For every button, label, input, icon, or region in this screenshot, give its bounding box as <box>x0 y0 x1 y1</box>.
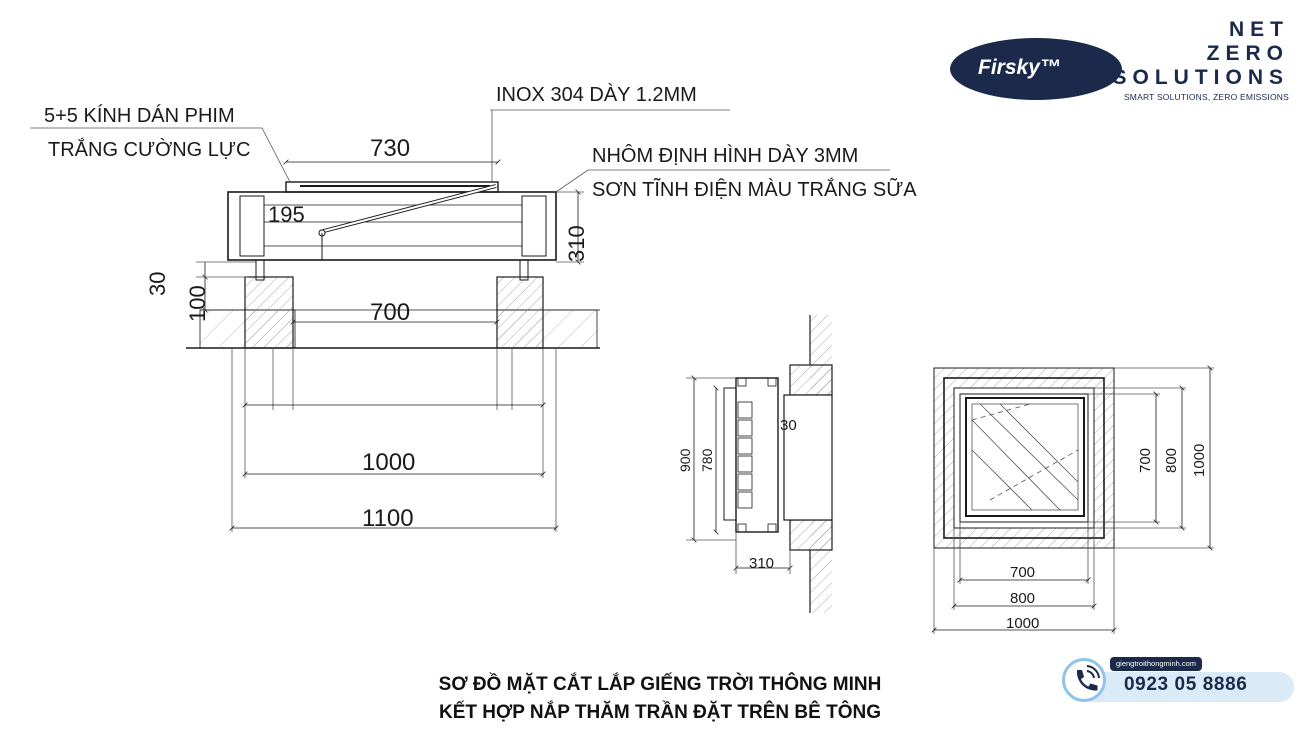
side-dim-900: 900 <box>677 448 693 472</box>
dim-1100: 1100 <box>362 505 414 532</box>
phone-number[interactable]: 0923 05 8886 <box>1124 674 1248 695</box>
alu-label-line1: NHÔM ĐỊNH HÌNH DÀY 3MM <box>592 144 858 167</box>
glass-label-line2: TRẮNG CƯỜNG LỰC <box>48 137 250 161</box>
main-section: 5+5 KÍNH DÁN PHIM TRẮNG CƯỜNG LỰC INOX 3… <box>30 83 917 532</box>
side-dim-780: 780 <box>699 448 715 472</box>
website-label[interactable]: giengtroithongminh.com <box>1110 657 1203 671</box>
dim-1000: 1000 <box>362 449 415 476</box>
contact-badge[interactable]: giengtroithongminh.com 0923 05 8886 <box>1062 656 1294 704</box>
side-dim-310: 310 <box>749 555 774 572</box>
brand-line-net: NET <box>1229 18 1289 41</box>
glass-label-line1: 5+5 KÍNH DÁN PHIM <box>44 104 235 127</box>
plan-vdim-700: 700 <box>1137 448 1154 473</box>
dim-100: 100 <box>185 285 210 322</box>
inox-label: INOX 304 DÀY 1.2MM <box>496 83 697 106</box>
plan-dim-1000: 1000 <box>1006 615 1039 632</box>
firsky-logo-text: Firsky™ <box>978 56 1061 79</box>
plan-view: 700 800 1000 700 800 1000 <box>931 365 1214 634</box>
dim-700: 700 <box>370 299 410 326</box>
alu-label-line2: SƠN TĨNH ĐIỆN MÀU TRẮNG SỮA <box>592 177 917 201</box>
plan-dim-800: 800 <box>1010 590 1035 607</box>
side-view: 900 780 30 310 <box>677 315 833 613</box>
phone-icon <box>1062 658 1106 702</box>
title-line2: KẾT HỢP NẮP THĂM TRẦN ĐẶT TRÊN BÊ TÔNG <box>439 702 881 723</box>
dim-310: 310 <box>564 225 589 262</box>
dim-30: 30 <box>145 272 170 296</box>
dim-730: 730 <box>370 135 410 162</box>
plan-dim-700: 700 <box>1010 564 1035 581</box>
plan-vdim-800: 800 <box>1163 448 1180 473</box>
firsky-logo: Firsky™ <box>950 38 1122 100</box>
title-line1: SƠ ĐỒ MẶT CẮT LẮP GIẾNG TRỜI THÔNG MINH <box>438 674 882 695</box>
phone-pill <box>1076 672 1294 702</box>
brand-block: NET ZERO SOLUTIONS SMART SOLUTIONS, ZERO… <box>1112 18 1289 102</box>
side-dim-30: 30 <box>780 417 797 434</box>
brand-line-zero: ZERO <box>1206 42 1289 65</box>
brand-line-solutions: SOLUTIONS <box>1112 66 1289 89</box>
drawing-title: SƠ ĐỒ MẶT CẮT LẮP GIẾNG TRỜI THÔNG MINH … <box>330 671 990 727</box>
dim-195: 195 <box>268 202 305 227</box>
brand-tagline: SMART SOLUTIONS, ZERO EMISSIONS <box>1123 92 1289 102</box>
plan-vdim-1000: 1000 <box>1191 444 1208 477</box>
